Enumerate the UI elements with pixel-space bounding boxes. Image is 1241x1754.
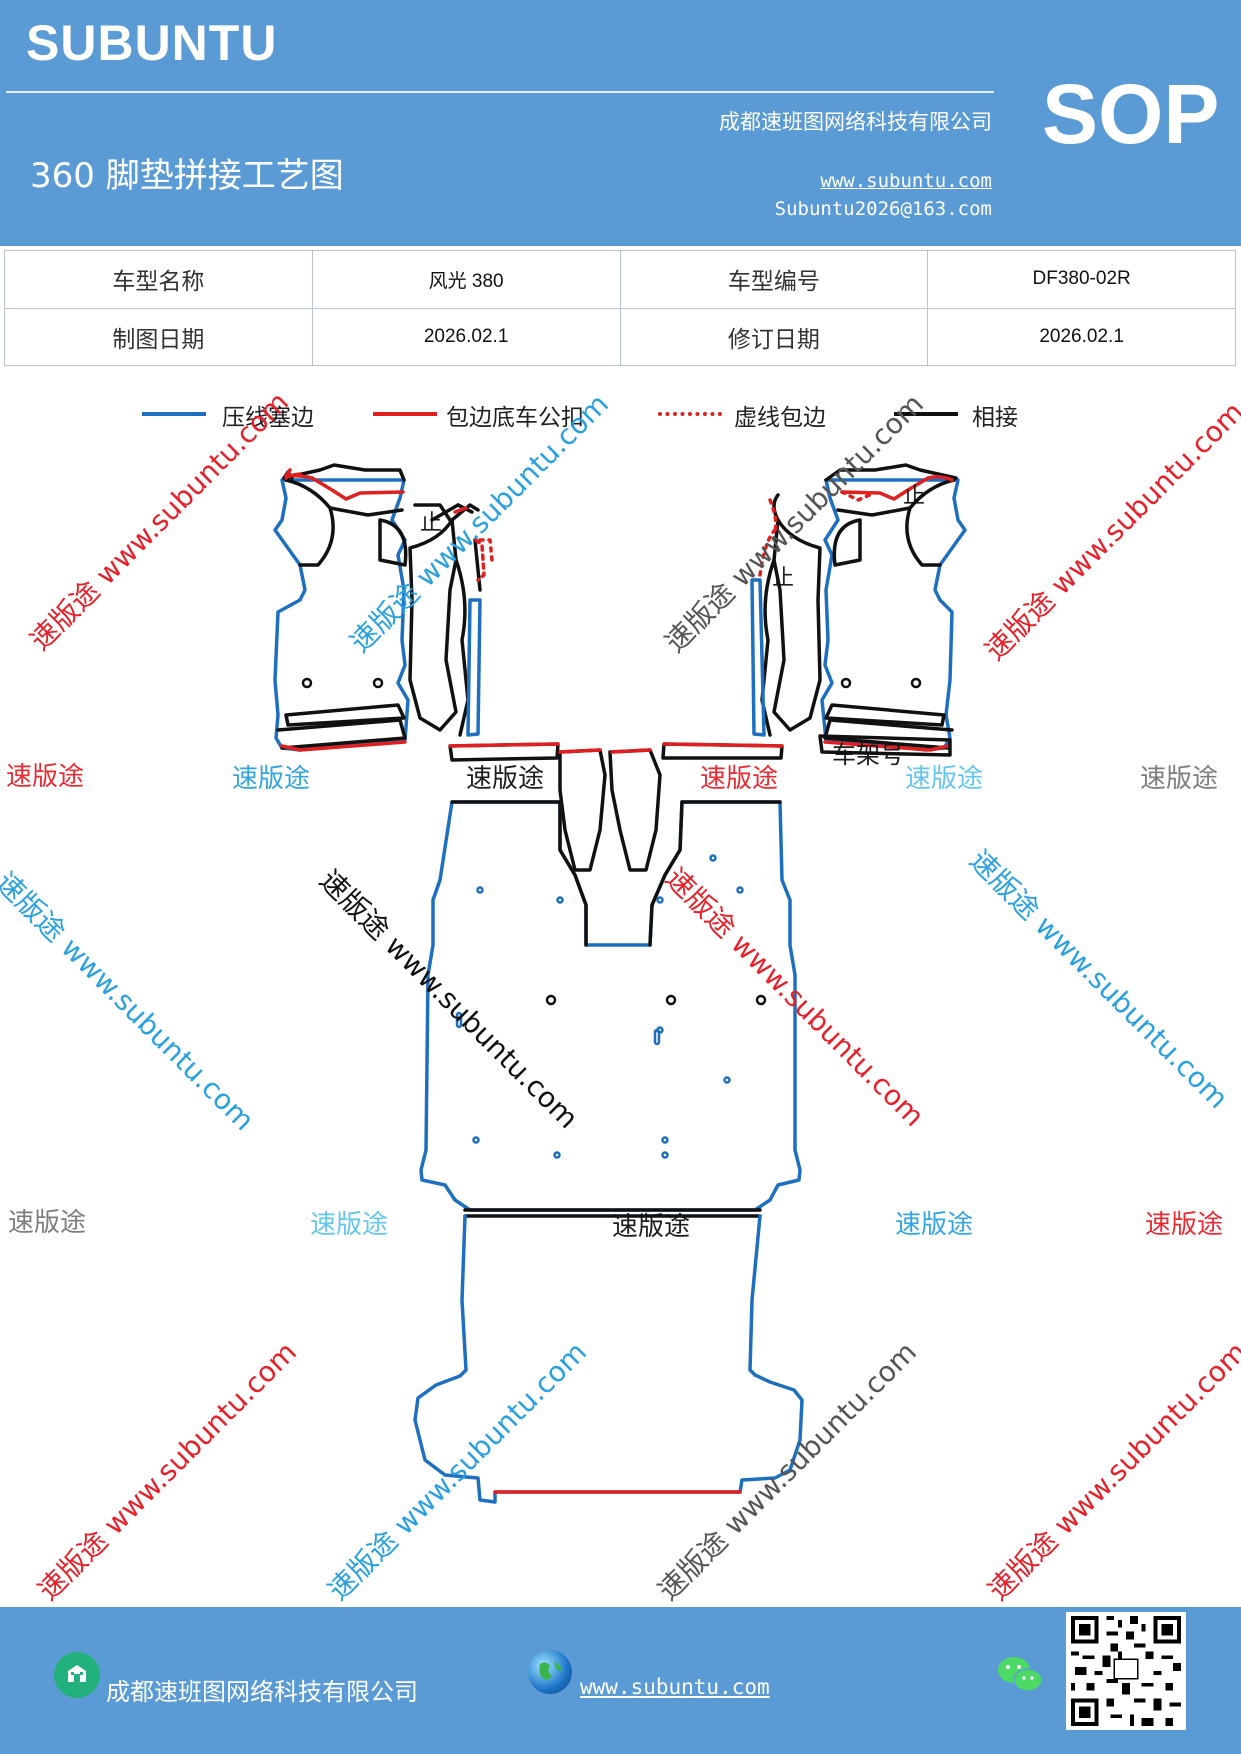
watermark: 速版途 <box>6 762 85 792</box>
legend-label: 包边底车公扣 <box>446 405 584 431</box>
page-title: 360 脚垫拼接工艺图 <box>30 156 344 196</box>
sop-badge: SOP <box>1042 67 1220 161</box>
building-icon <box>54 1652 100 1698</box>
legend: 压线塞边 包边底车公扣 虚线包边 相接 <box>0 398 1241 438</box>
table-row: 车型名称 风光 380 车型编号 DF380-02R <box>4 250 1236 309</box>
legend-swatch-black <box>894 412 958 416</box>
watermark: 速版途 <box>905 764 984 794</box>
brand-logo: SUBUNTU <box>26 15 278 71</box>
watermark: 速版途 <box>310 1210 389 1240</box>
model-name-value: 风光 380 <box>311 250 621 309</box>
header-divider <box>6 91 994 93</box>
stop-label-left: 止 <box>420 511 443 536</box>
watermark: 速版途 <box>700 764 779 794</box>
stop-label-right-top: 止 <box>903 484 926 509</box>
legend-swatch-red-dotted <box>658 412 722 416</box>
model-code-value: DF380-02R <box>927 250 1236 309</box>
wechat-icon <box>996 1654 1044 1696</box>
legend-swatch-blue <box>142 412 206 416</box>
email-address: Subuntu2026@163.com <box>774 198 992 220</box>
table-row: 制图日期 2026.02.1 修订日期 2026.02.1 <box>4 307 1236 366</box>
globe-icon <box>528 1650 572 1694</box>
header-banner <box>0 0 1241 246</box>
watermark: 速版途 <box>895 1210 974 1240</box>
watermark: 速版途 <box>1140 764 1219 794</box>
revise-date-value: 2026.02.1 <box>927 307 1236 366</box>
qr-code[interactable] <box>1066 1612 1186 1730</box>
website-link[interactable]: www.subuntu.com <box>820 170 992 192</box>
stop-label-right-mid: 止 <box>772 566 795 591</box>
model-code-label: 车型编号 <box>619 250 929 309</box>
model-name-label: 车型名称 <box>4 250 313 309</box>
footer-company: 成都速班图网络科技有限公司 <box>106 1678 418 1706</box>
watermark: 速版途 <box>8 1208 87 1238</box>
legend-label: 相接 <box>972 405 1018 431</box>
vin-label: 车架号 <box>832 741 904 769</box>
draw-date-label: 制图日期 <box>4 307 313 366</box>
legend-label: 压线塞边 <box>222 405 314 431</box>
watermark: 速版途 <box>232 764 311 794</box>
vehicle-info-table: 车型名称 风光 380 车型编号 DF380-02R 制图日期 2026.02.… <box>4 250 1236 366</box>
watermark: 速版途 <box>612 1212 691 1242</box>
watermark: 速版途 <box>1145 1210 1224 1240</box>
revise-date-label: 修订日期 <box>619 307 929 366</box>
watermark: 速版途 <box>466 764 545 794</box>
legend-label: 虚线包边 <box>734 405 826 431</box>
footer-website-link[interactable]: www.subuntu.com <box>580 1675 770 1699</box>
company-name: 成都速班图网络科技有限公司 <box>719 110 992 134</box>
legend-swatch-red <box>373 412 437 416</box>
draw-date-value: 2026.02.1 <box>311 307 621 366</box>
